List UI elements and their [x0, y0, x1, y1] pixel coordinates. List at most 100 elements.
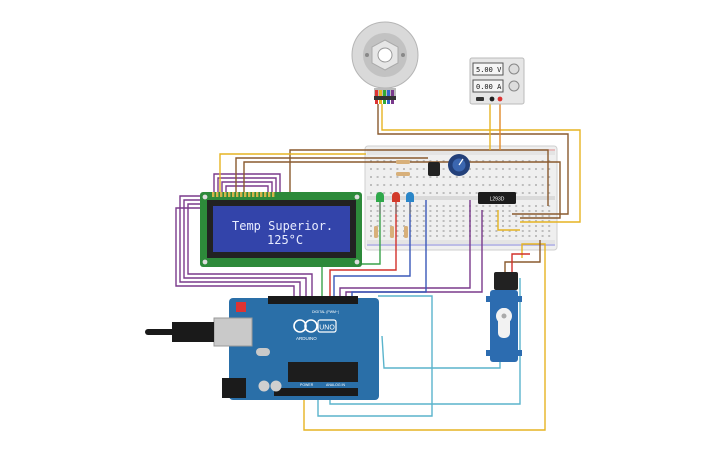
breadboard-hole	[521, 184, 524, 186]
breadboard-hole	[535, 235, 537, 237]
breadboard-hole	[396, 205, 399, 207]
breadboard-hole	[403, 184, 405, 186]
breadboard-hole	[383, 192, 386, 194]
breadboard-hole	[396, 215, 399, 217]
dc-motor[interactable]	[351, 21, 419, 104]
breadboard-hole	[508, 184, 511, 186]
breadboard-hole	[521, 215, 524, 217]
breadboard-hole	[528, 192, 531, 194]
breadboard-hole	[475, 225, 478, 227]
breadboard-hole	[396, 168, 399, 170]
breadboard-hole	[535, 176, 537, 178]
breadboard-hole	[389, 168, 392, 170]
breadboard-holes	[370, 160, 551, 237]
breadboard-hole	[482, 210, 485, 212]
breadboard-hole	[469, 192, 471, 194]
lcd-line-2: 125°C	[267, 233, 303, 247]
breadboard-hole	[521, 235, 524, 237]
breadboard-hole	[462, 176, 465, 178]
potentiometer[interactable]	[448, 154, 470, 176]
breadboard-hole	[475, 160, 478, 162]
breadboard-hole	[442, 168, 445, 170]
breadboard-hole	[436, 230, 438, 232]
breadboard-hole	[370, 225, 372, 227]
breadboard-hole	[521, 192, 524, 194]
breadboard-hole	[528, 168, 531, 170]
breadboard-hole	[482, 184, 485, 186]
breadboard-hole	[462, 215, 465, 217]
breadboard-hole	[389, 176, 392, 178]
breadboard-hole	[488, 235, 491, 237]
breadboard-hole	[521, 225, 524, 227]
breadboard-hole	[422, 230, 425, 232]
breadboard-hole	[528, 160, 531, 162]
breadboard-hole	[370, 235, 372, 237]
temperature-sensor[interactable]	[428, 162, 440, 176]
breadboard-hole	[515, 220, 518, 222]
arduino-uno-board[interactable]: UNO ARDUINO DIGITAL (PWM~) POWER ANALOG …	[213, 296, 379, 400]
lcd-pin	[236, 192, 239, 197]
breadboard-hole	[528, 235, 531, 237]
led-red[interactable]	[392, 192, 400, 214]
breadboard-hole	[475, 192, 478, 194]
breadboard-hole	[376, 160, 379, 162]
breadboard-hole	[502, 220, 504, 222]
breadboard-hole	[455, 192, 458, 194]
breadboard-hole	[521, 176, 524, 178]
breadboard-hole	[548, 215, 551, 217]
led-blue[interactable]	[406, 192, 414, 214]
breadboard-hole	[541, 192, 544, 194]
breadboard-hole	[416, 205, 419, 207]
breadboard-hole	[548, 220, 551, 222]
power-supply[interactable]: 5.00 V 0.00 A	[469, 57, 525, 105]
breadboard-hole	[502, 176, 504, 178]
breadboard-hole	[416, 215, 419, 217]
breadboard-hole	[449, 215, 452, 217]
breadboard-hole	[383, 220, 386, 222]
arduino-brand: ARDUINO	[296, 336, 317, 341]
breadboard-hole	[383, 184, 386, 186]
breadboard-hole	[469, 168, 471, 170]
breadboard-hole	[455, 215, 458, 217]
breadboard-hole	[521, 168, 524, 170]
breadboard-hole	[502, 225, 504, 227]
breadboard-hole	[455, 220, 458, 222]
breadboard-hole	[475, 176, 478, 178]
led-green[interactable]	[376, 192, 384, 214]
breadboard-hole	[521, 210, 524, 212]
breadboard-hole	[455, 230, 458, 232]
breadboard-hole	[396, 176, 399, 178]
breadboard-hole	[455, 176, 458, 178]
breadboard-hole	[422, 192, 425, 194]
servo-motor[interactable]	[486, 272, 522, 362]
breadboard-hole	[462, 225, 465, 227]
breadboard-hole	[502, 235, 504, 237]
current-readout: 0.00 A	[476, 83, 502, 91]
breadboard-hole	[462, 210, 465, 212]
breadboard-hole	[541, 205, 544, 207]
breadboard-hole	[495, 215, 498, 217]
breadboard-hole	[442, 220, 445, 222]
breadboard-hole	[548, 168, 551, 170]
breadboard-hole	[482, 160, 485, 162]
breadboard-hole	[475, 168, 478, 170]
breadboard-hole	[495, 160, 498, 162]
breadboard-hole	[475, 235, 478, 237]
breadboard-hole	[488, 225, 491, 227]
breadboard-hole	[436, 220, 438, 222]
breadboard-hole	[521, 205, 524, 207]
breadboard-hole	[422, 205, 425, 207]
breadboard-hole	[389, 225, 392, 227]
breadboard-hole	[535, 205, 537, 207]
breadboard-hole	[409, 184, 412, 186]
breadboard-hole	[502, 160, 504, 162]
breadboard-hole	[409, 160, 412, 162]
breadboard-hole	[462, 205, 465, 207]
chip-label: L293D	[490, 197, 505, 203]
breadboard-hole	[416, 235, 419, 237]
breadboard-hole	[442, 230, 445, 232]
lcd-line-1: Temp Superior.	[232, 219, 333, 233]
breadboard-hole	[488, 168, 491, 170]
breadboard-hole	[502, 205, 504, 207]
breadboard-hole	[482, 235, 485, 237]
